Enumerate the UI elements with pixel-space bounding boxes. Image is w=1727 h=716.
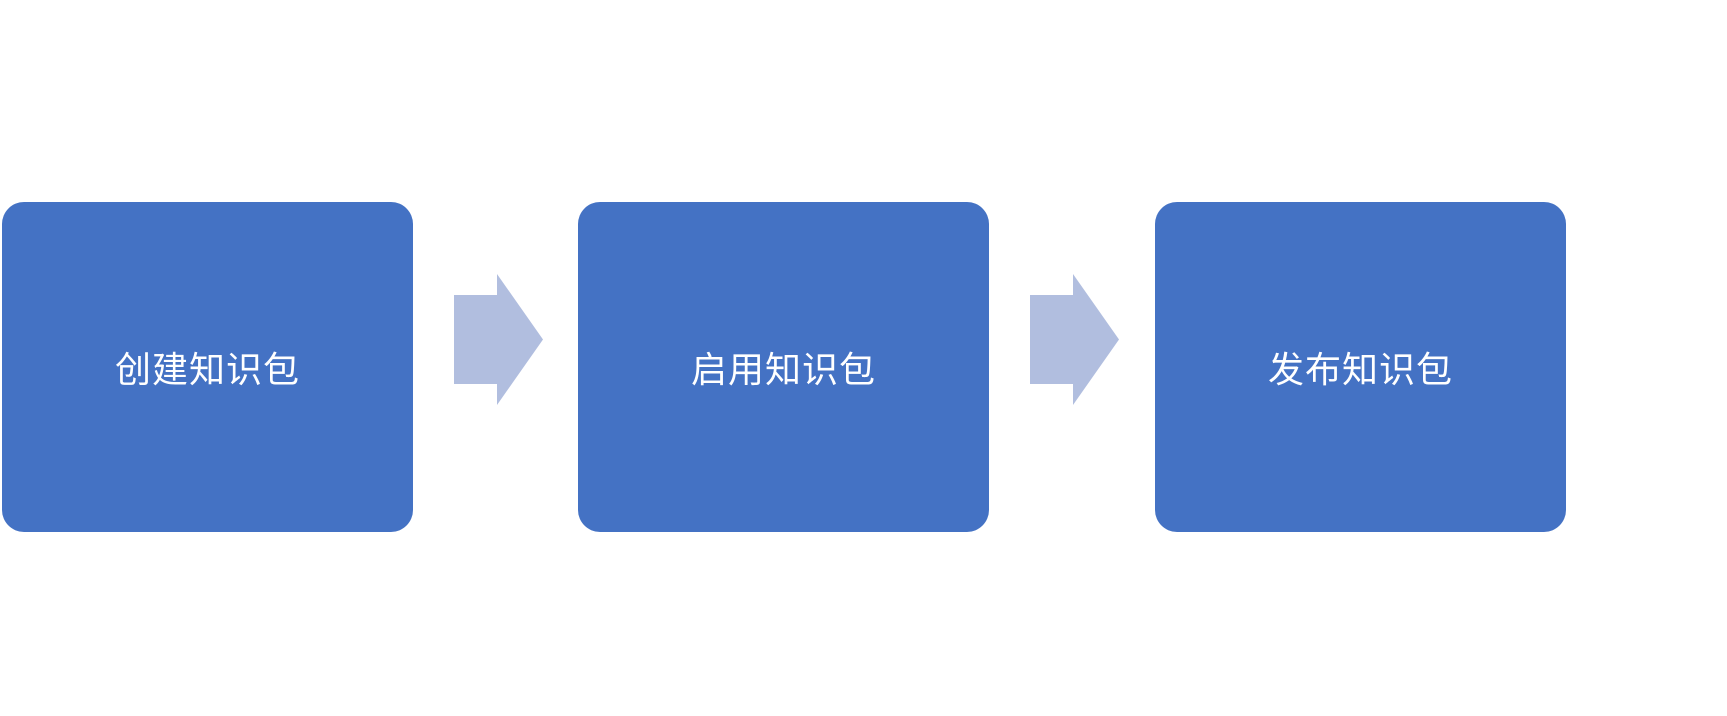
step-create-knowledge-package: 创建知识包 [2, 202, 413, 532]
right-arrow-icon [454, 274, 543, 405]
step-label: 创建知识包 [114, 350, 300, 391]
step-label: 启用知识包 [690, 350, 876, 391]
step-label: 发布知识包 [1267, 350, 1453, 391]
step-publish-knowledge-package: 发布知识包 [1155, 202, 1566, 532]
step-enable-knowledge-package: 启用知识包 [578, 202, 989, 532]
right-arrow-icon [1030, 274, 1119, 405]
